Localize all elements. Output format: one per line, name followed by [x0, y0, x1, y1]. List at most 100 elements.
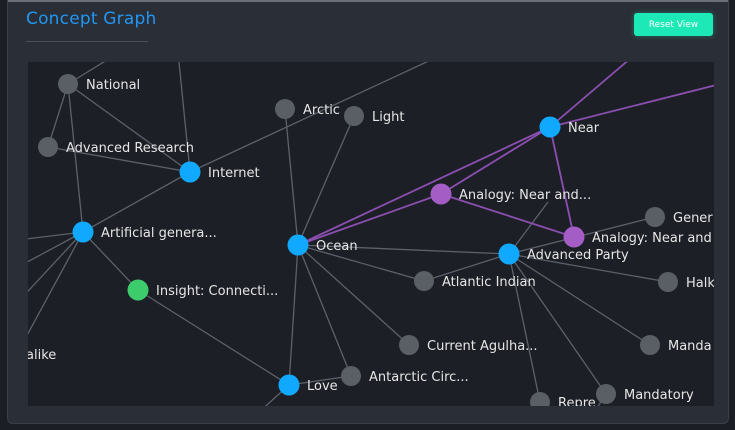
graph-edge [178, 62, 191, 173]
node-circle[interactable] [275, 99, 295, 119]
graph-node-light[interactable]: Light [344, 106, 404, 126]
graph-edge [508, 253, 607, 395]
graph-edge [67, 83, 84, 233]
graph-node-curagul[interactable]: Current Agulha... [399, 335, 538, 355]
graph-node-insight[interactable]: Insight: Connecti... [127, 279, 279, 301]
graph-node-internet[interactable]: Internet [179, 161, 260, 183]
graph-edge [288, 244, 299, 386]
node-circle[interactable] [430, 183, 452, 205]
graph-edge [440, 126, 551, 195]
graph-edge [28, 231, 84, 240]
node-circle[interactable] [596, 384, 616, 404]
node-circle[interactable] [38, 137, 58, 157]
graph-edge [28, 231, 84, 293]
graph-node-an2[interactable]: Analogy: Near and [563, 226, 712, 248]
title-underline [26, 41, 148, 42]
graph-edge [549, 62, 628, 128]
node-circle[interactable] [127, 279, 149, 301]
node-circle[interactable] [399, 335, 419, 355]
graph-node-halk[interactable]: Halk [658, 272, 714, 292]
graph-node-national[interactable]: National [58, 74, 140, 94]
graph-edge [297, 193, 442, 246]
node-circle[interactable] [563, 226, 585, 248]
node-label: Light [372, 110, 404, 125]
graph-edges [28, 62, 714, 406]
node-circle[interactable] [179, 161, 201, 183]
graph-node-advparty[interactable]: Advanced Party [498, 243, 630, 265]
node-circle[interactable] [72, 221, 94, 243]
graph-node-atlind[interactable]: Atlantic Indian [414, 271, 536, 291]
graph-edge [189, 62, 429, 173]
graph-edge [297, 244, 410, 346]
graph-edge [82, 231, 139, 291]
node-label: Current Agulha... [427, 339, 538, 354]
panel-title: Concept Graph [26, 9, 157, 29]
node-circle[interactable] [341, 366, 361, 386]
node-circle[interactable] [414, 271, 434, 291]
node-label: alike [28, 348, 56, 363]
graph-node-mandatory[interactable]: Mandatory [596, 384, 694, 404]
graph-edge [297, 115, 355, 246]
node-circle[interactable] [658, 272, 678, 292]
graph-edge [284, 108, 299, 246]
node-circle[interactable] [278, 374, 300, 396]
node-circle[interactable] [58, 74, 78, 94]
graph-edge [47, 146, 191, 173]
graph-edge [67, 62, 105, 85]
node-label: National [86, 78, 140, 93]
node-label: Gener [673, 211, 713, 226]
graph-edge [297, 244, 510, 255]
graph-node-alike[interactable]: alike [28, 342, 56, 363]
node-label: Repre [558, 396, 596, 406]
graph-edge [508, 253, 669, 283]
graph-edge [28, 231, 84, 335]
graph-node-artgen[interactable]: Artificial genera... [72, 221, 217, 243]
graph-edge [297, 126, 551, 246]
graph-edge [549, 126, 575, 238]
node-circle[interactable] [645, 207, 665, 227]
reset-view-button[interactable]: Reset View [634, 13, 713, 36]
node-circle[interactable] [530, 392, 550, 406]
graph-node-near[interactable]: Near [539, 116, 600, 138]
graph-node-love[interactable]: Love [278, 374, 338, 396]
node-circle[interactable] [640, 335, 660, 355]
node-label: Insight: Connecti... [156, 284, 278, 299]
node-label: Mandatory [624, 388, 694, 403]
graph-edge [28, 231, 84, 263]
node-circle[interactable] [287, 234, 309, 256]
node-circle[interactable] [539, 116, 561, 138]
node-label: Love [307, 379, 338, 394]
node-label: Internet [208, 166, 260, 181]
graph-edge [440, 193, 575, 238]
graph-edge [297, 244, 352, 377]
node-label: Analogy: Near and [592, 231, 712, 246]
graph-node-an1[interactable]: Analogy: Near and... [430, 183, 592, 205]
graph-node-advres[interactable]: Advanced Research [38, 137, 194, 157]
node-label: Halk [686, 276, 714, 291]
node-label: Analogy: Near and... [459, 188, 591, 203]
node-label: Advanced Research [66, 141, 194, 156]
graph-edge [82, 171, 191, 233]
node-label: Atlantic Indian [442, 275, 536, 290]
node-label: Advanced Party [527, 248, 629, 263]
node-label: Arctic [303, 103, 340, 118]
graph-node-ocean[interactable]: Ocean [287, 234, 358, 256]
graph-edge [423, 253, 510, 282]
node-circle[interactable] [498, 243, 520, 265]
node-label: Ocean [316, 239, 358, 254]
graph-node-antcirc[interactable]: Antarctic Circ... [341, 366, 469, 386]
graph-node-gener[interactable]: Gener [645, 207, 713, 227]
graph-edge [508, 253, 651, 346]
node-circle[interactable] [344, 106, 364, 126]
node-label: Manda [668, 339, 712, 354]
graph-node-arctic[interactable]: Arctic [275, 99, 340, 119]
graph-edge [549, 84, 714, 128]
node-label: Near [568, 121, 600, 136]
node-label: Antarctic Circ... [369, 370, 469, 385]
graph-edge [67, 83, 191, 173]
graph-node-manda[interactable]: Manda [640, 335, 712, 355]
graph-edge [137, 289, 290, 386]
graph-node-repre[interactable]: Repre [530, 392, 596, 406]
